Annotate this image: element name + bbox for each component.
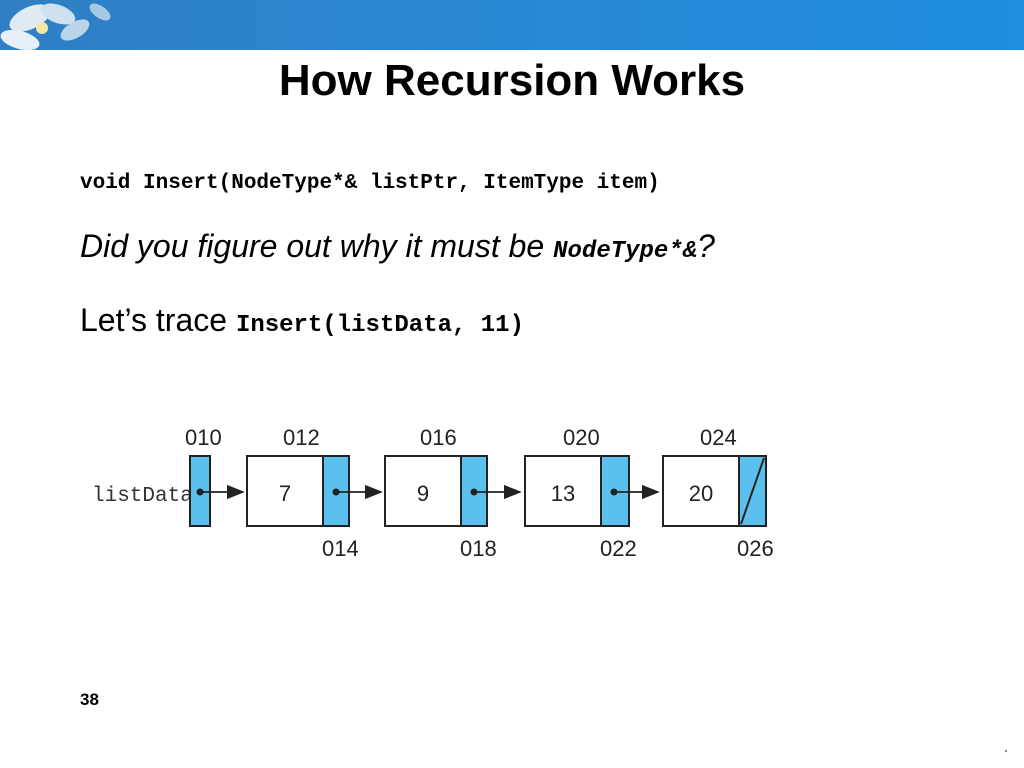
node-info-value: 13 xyxy=(551,481,575,506)
node-next-dot xyxy=(332,488,340,496)
list-node: 012 7 014 xyxy=(246,425,383,561)
node-info-value: 7 xyxy=(279,481,291,506)
pointer-address: 010 xyxy=(185,425,222,450)
node-info-address: 020 xyxy=(563,425,600,450)
node-info-box xyxy=(524,455,602,527)
question-text: Did you figure out why it must be NodeTy… xyxy=(80,228,715,265)
node-next-dot xyxy=(470,488,478,496)
null-pointer-slash-icon xyxy=(740,457,765,525)
question-code: NodeType*& xyxy=(553,238,698,265)
node-next-address: 026 xyxy=(737,536,774,561)
node-next-box xyxy=(600,455,630,527)
trace-prefix: Let’s trace xyxy=(80,302,236,338)
trace-text: Let’s trace Insert(listData, 11) xyxy=(80,302,524,339)
page-number: 38 xyxy=(80,690,99,709)
header-banner xyxy=(0,0,1024,50)
node-info-address: 012 xyxy=(283,425,320,450)
node-info-value: 9 xyxy=(417,481,429,506)
linked-list-diagram: listData 010 012 7 014 016 9 018 020 13 … xyxy=(92,425,774,561)
function-signature: void Insert(NodeType*& listPtr, ItemType… xyxy=(80,172,660,195)
node-next-address: 022 xyxy=(600,536,637,561)
question-prefix: Did you figure out why it must be xyxy=(80,228,554,264)
node-info-address: 016 xyxy=(420,425,457,450)
list-node: 016 9 018 xyxy=(384,425,522,561)
node-next-address: 014 xyxy=(322,536,359,561)
corner-dot-icon xyxy=(1004,749,1008,753)
pointer-dot xyxy=(196,488,204,496)
slide-title: How Recursion Works xyxy=(278,56,746,105)
list-node: 024 20 026 xyxy=(662,425,774,561)
node-next-dot xyxy=(610,488,618,496)
trace-call: Insert(listData, 11) xyxy=(235,312,524,339)
node-next-address: 018 xyxy=(460,536,497,561)
question-suffix: ? xyxy=(697,228,715,264)
list-data-label: listData xyxy=(92,485,193,508)
node-info-box xyxy=(662,455,740,527)
node-info-value: 20 xyxy=(689,481,713,506)
list-node: 020 13 022 xyxy=(524,425,660,561)
flower-decoration-icon xyxy=(0,3,111,50)
node-info-address: 024 xyxy=(700,425,737,450)
